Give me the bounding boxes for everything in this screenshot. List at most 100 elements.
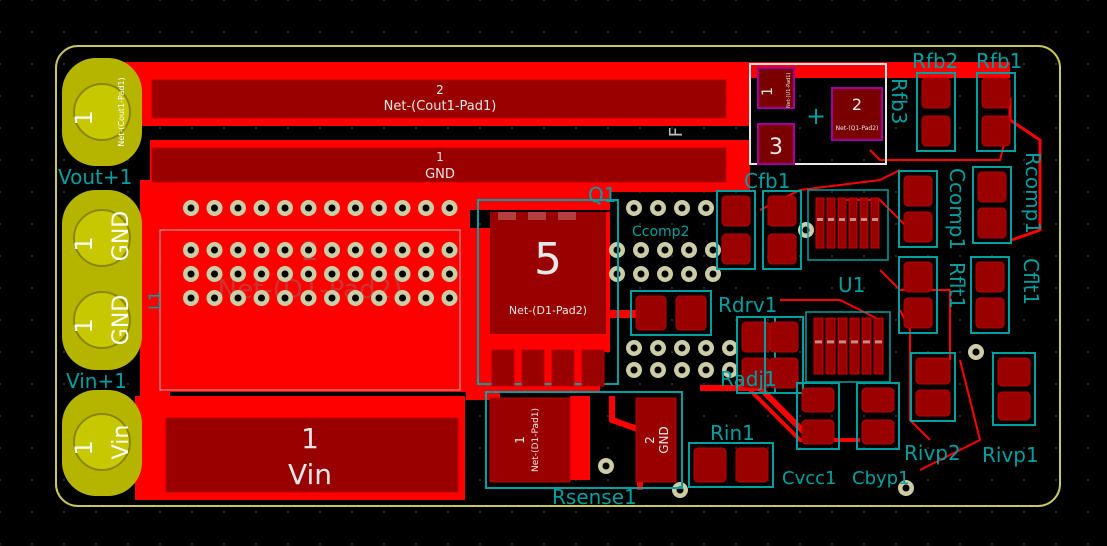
via-drill	[352, 204, 359, 212]
q1-pin-3[interactable]	[551, 349, 575, 387]
smd-pad[interactable]	[767, 233, 797, 265]
smd-pad[interactable]	[981, 115, 1011, 147]
smd-pad[interactable]	[767, 195, 797, 227]
smd-footprint[interactable]	[856, 382, 900, 450]
ic-pin[interactable]	[849, 317, 860, 375]
via-drill	[305, 294, 312, 302]
smd-pad[interactable]	[997, 391, 1031, 421]
smd-footprint[interactable]	[976, 72, 1016, 152]
smd-pad[interactable]	[721, 195, 751, 227]
ic-pin[interactable]	[870, 197, 880, 249]
q1-pin-4[interactable]	[581, 349, 605, 387]
smd-pad[interactable]	[693, 447, 727, 483]
connector-j1[interactable]: 1 Net-(Cout1-Pad1)	[62, 58, 142, 166]
smd-footprint[interactable]	[716, 190, 756, 270]
smd-pad[interactable]	[977, 207, 1007, 239]
ic-pin[interactable]	[813, 317, 824, 375]
smd-pad[interactable]	[915, 389, 951, 417]
j2-hole-b	[73, 291, 131, 349]
via-drill	[678, 366, 686, 374]
ic-pin[interactable]	[861, 317, 872, 375]
cout-pad-net: Net-(Cout1-Pad1)	[384, 99, 497, 114]
connector-j3[interactable]: 1 Vin	[62, 390, 142, 496]
footprint-courtyard	[916, 72, 956, 152]
ic-pin[interactable]	[815, 197, 825, 249]
via-drill	[211, 246, 218, 254]
smd-pad[interactable]	[769, 321, 799, 353]
smd-pad[interactable]	[675, 295, 707, 331]
ic2-pad-2[interactable]	[831, 87, 883, 141]
smd-pad[interactable]	[915, 357, 951, 385]
smd-pad[interactable]	[903, 297, 933, 329]
vin-pad[interactable]	[165, 417, 459, 493]
smd-pad[interactable]	[635, 295, 667, 331]
via-drill	[630, 366, 638, 374]
smd-pad[interactable]	[801, 387, 835, 413]
ic2-pad-1[interactable]	[757, 67, 795, 109]
smd-footprint[interactable]	[796, 382, 840, 450]
smd-pad[interactable]	[861, 419, 895, 445]
smd-pad[interactable]	[921, 115, 951, 147]
ic2-pad-3[interactable]	[757, 123, 795, 165]
smd-pad[interactable]	[975, 297, 1005, 329]
via-drill	[709, 270, 717, 278]
smd-pad[interactable]	[903, 175, 933, 207]
smd-footprint[interactable]	[898, 170, 938, 248]
j2-b-pad-number: 1	[70, 318, 98, 333]
smd-footprint[interactable]	[688, 442, 774, 488]
smd-pad[interactable]	[975, 261, 1005, 293]
smd-pad[interactable]	[735, 447, 769, 483]
smd-pad[interactable]	[903, 261, 933, 293]
smd-pad[interactable]	[801, 419, 835, 445]
cout-pad[interactable]	[151, 79, 727, 119]
ic-pin[interactable]	[826, 197, 836, 249]
ic-pin[interactable]	[859, 197, 869, 249]
smd-footprint[interactable]	[762, 190, 802, 270]
via-drill	[281, 294, 289, 302]
smd-footprint[interactable]	[992, 352, 1036, 426]
smd-footprint[interactable]	[898, 256, 938, 334]
smd-pad[interactable]	[981, 77, 1011, 109]
q1-tab-pad[interactable]	[490, 212, 606, 334]
ic-pin[interactable]	[848, 197, 858, 249]
ic2-pad-1-number: 1	[760, 87, 776, 96]
ic-pin[interactable]	[837, 197, 847, 249]
via-drill	[375, 204, 383, 212]
smd-footprint[interactable]	[630, 290, 712, 336]
via-drill	[258, 204, 265, 212]
smd-footprint[interactable]	[970, 256, 1010, 334]
connector-j2[interactable]: 1 GND 1 GND	[62, 190, 142, 370]
d1-pad-1[interactable]	[489, 397, 571, 483]
via-drill	[258, 270, 265, 278]
q1-pin-2[interactable]	[521, 349, 545, 387]
smd-pad[interactable]	[861, 387, 895, 413]
smd-footprint[interactable]	[910, 352, 956, 422]
smd-pad[interactable]	[721, 233, 751, 265]
u1-top-outline	[807, 189, 889, 261]
ref-ccomp1: Ccomp1	[945, 168, 969, 250]
ic-pin[interactable]	[837, 317, 848, 375]
smd-footprint[interactable]	[736, 316, 776, 394]
smd-footprint[interactable]	[764, 316, 804, 394]
j3-net: Vin	[109, 425, 134, 460]
smd-footprint[interactable]	[972, 166, 1012, 244]
via-drill	[352, 270, 359, 278]
smd-pad[interactable]	[977, 171, 1007, 203]
pin-label-mark	[815, 340, 822, 344]
gnd-pad[interactable]	[151, 147, 727, 183]
vin-pad-number: 1	[301, 422, 319, 455]
d1-pad-2[interactable]	[635, 397, 677, 483]
trace-u1-e	[780, 299, 881, 321]
smd-pad[interactable]	[903, 211, 933, 243]
u1-bottom-outline	[805, 311, 891, 383]
ic-pin[interactable]	[825, 317, 836, 375]
smd-footprint[interactable]	[916, 72, 956, 152]
smd-pad[interactable]	[769, 357, 799, 389]
u1-package	[805, 189, 891, 383]
ref-rflt1: Rflt1	[945, 262, 969, 309]
ic-pin[interactable]	[873, 317, 884, 375]
smd-pad[interactable]	[921, 77, 951, 109]
smd-pad[interactable]	[997, 357, 1031, 387]
q1-pin-1[interactable]	[491, 349, 515, 387]
